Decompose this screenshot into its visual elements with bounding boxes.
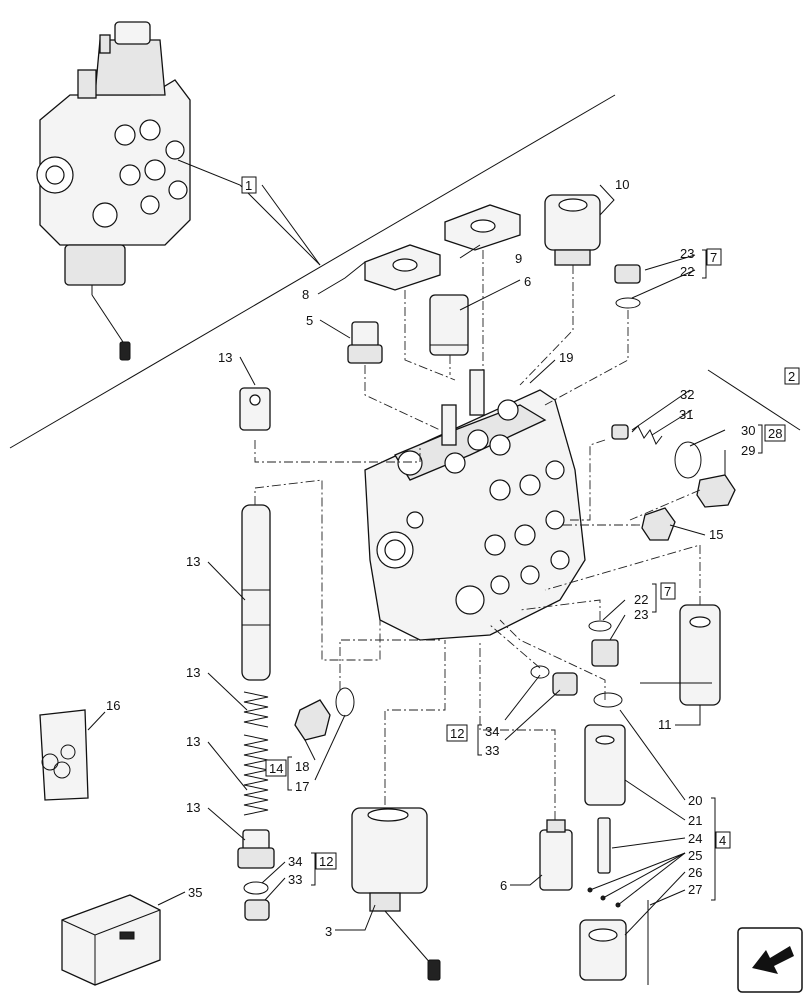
callout-label: 12 <box>450 726 464 741</box>
cap-13-bottom <box>237 829 275 869</box>
assembled-valve-inset <box>36 21 191 361</box>
callout-label: 29 <box>741 443 755 458</box>
spring-31 <box>631 425 663 445</box>
callout-label: 9 <box>515 251 522 266</box>
callout-box <box>715 831 731 849</box>
oring-17 <box>335 687 355 717</box>
callout-label: 23 <box>680 246 694 261</box>
callout-label: 11 <box>658 717 672 732</box>
callout-label: 12 <box>319 854 333 869</box>
seal-kit-16 <box>39 709 89 801</box>
callout-box <box>446 724 468 742</box>
spring-13-short <box>243 691 269 728</box>
package-35 <box>61 894 161 986</box>
valve-body <box>364 369 586 641</box>
callout-label: 22 <box>634 592 648 607</box>
callout-box <box>265 759 287 777</box>
spool-13 <box>241 504 271 681</box>
callout-label: 6 <box>524 274 531 289</box>
callout-label: 34 <box>288 854 302 869</box>
plug-23-mid <box>591 639 619 667</box>
sleeve-21 <box>584 724 626 806</box>
callout-box <box>315 852 337 870</box>
oring-34-left <box>243 881 269 895</box>
plunger-6-bottom <box>539 819 573 891</box>
next-page-arrow-icon[interactable] <box>737 927 803 993</box>
plug-33-left <box>244 899 270 921</box>
callout-label: 15 <box>709 527 723 542</box>
callout-box <box>241 176 257 194</box>
oring-30 <box>674 441 702 479</box>
callout-label: 13 <box>186 665 200 680</box>
callout-label: 33 <box>485 743 499 758</box>
callout-label: 24 <box>688 831 702 846</box>
callout-box <box>784 367 800 385</box>
callout-label: 8 <box>302 287 309 302</box>
callout-label: 4 <box>719 833 726 848</box>
callout-label: 27 <box>688 882 702 897</box>
callout-labels: 1 2 3 4 5 6 6 7 7 8 9 10 11 12 12 13 13 … <box>106 176 800 939</box>
callout-label: 25 <box>688 848 702 863</box>
callout-label: 30 <box>741 423 755 438</box>
callout-label: 13 <box>186 734 200 749</box>
callout-label: 2 <box>788 369 795 384</box>
callout-label: 20 <box>688 793 702 808</box>
callout-box <box>660 582 676 600</box>
solenoid-11 <box>679 604 721 706</box>
callout-label: 5 <box>306 313 313 328</box>
callout-label: 28 <box>768 426 782 441</box>
spring-13-long <box>243 734 269 816</box>
plunger-6-top <box>429 294 469 356</box>
group-brackets <box>287 249 763 901</box>
callout-label: 26 <box>688 865 702 880</box>
flange-8 <box>364 244 441 291</box>
plug-23-top <box>614 264 641 309</box>
pin-24-25 <box>587 817 621 908</box>
solenoid-3 <box>351 807 441 981</box>
plug-5 <box>347 321 383 364</box>
callout-label: 32 <box>680 387 694 402</box>
plug-32 <box>611 424 629 440</box>
callout-label: 7 <box>710 250 717 265</box>
callout-label: 19 <box>559 350 573 365</box>
assembly-lines <box>254 250 701 820</box>
callout-label: 13 <box>186 554 200 569</box>
plug-18 <box>294 699 331 741</box>
cartridge-13-top <box>239 387 271 431</box>
divider-line <box>9 94 616 449</box>
callout-label: 35 <box>188 885 202 900</box>
housing-26 <box>579 919 627 981</box>
leader-lines <box>87 159 801 936</box>
callout-label: 6 <box>500 878 507 893</box>
callout-label: 17 <box>295 779 309 794</box>
callout-label: 14 <box>269 761 283 776</box>
oring-22-mid <box>588 620 612 632</box>
callout-label: 13 <box>186 800 200 815</box>
cap-10 <box>544 194 601 266</box>
flange-9 <box>444 204 521 251</box>
oring-34-mid <box>530 665 550 679</box>
callout-label: 1 <box>245 178 252 193</box>
callout-label: 34 <box>485 724 499 739</box>
callout-label: 13 <box>218 350 232 365</box>
plug-29 <box>696 474 736 508</box>
callout-label: 3 <box>325 924 332 939</box>
plug-15 <box>641 507 676 541</box>
callout-box <box>706 248 722 266</box>
callout-label: 16 <box>106 698 120 713</box>
oring-20 <box>593 692 623 708</box>
plug-33-mid <box>552 672 578 696</box>
callout-box <box>764 424 786 442</box>
callout-label: 21 <box>688 813 702 828</box>
callout-label: 23 <box>634 607 648 622</box>
callout-label: 31 <box>679 407 693 422</box>
callout-label: 22 <box>680 264 694 279</box>
callout-label: 33 <box>288 872 302 887</box>
callout-label: 18 <box>295 759 309 774</box>
callout-label: 7 <box>664 584 671 599</box>
callout-label: 10 <box>615 177 629 192</box>
